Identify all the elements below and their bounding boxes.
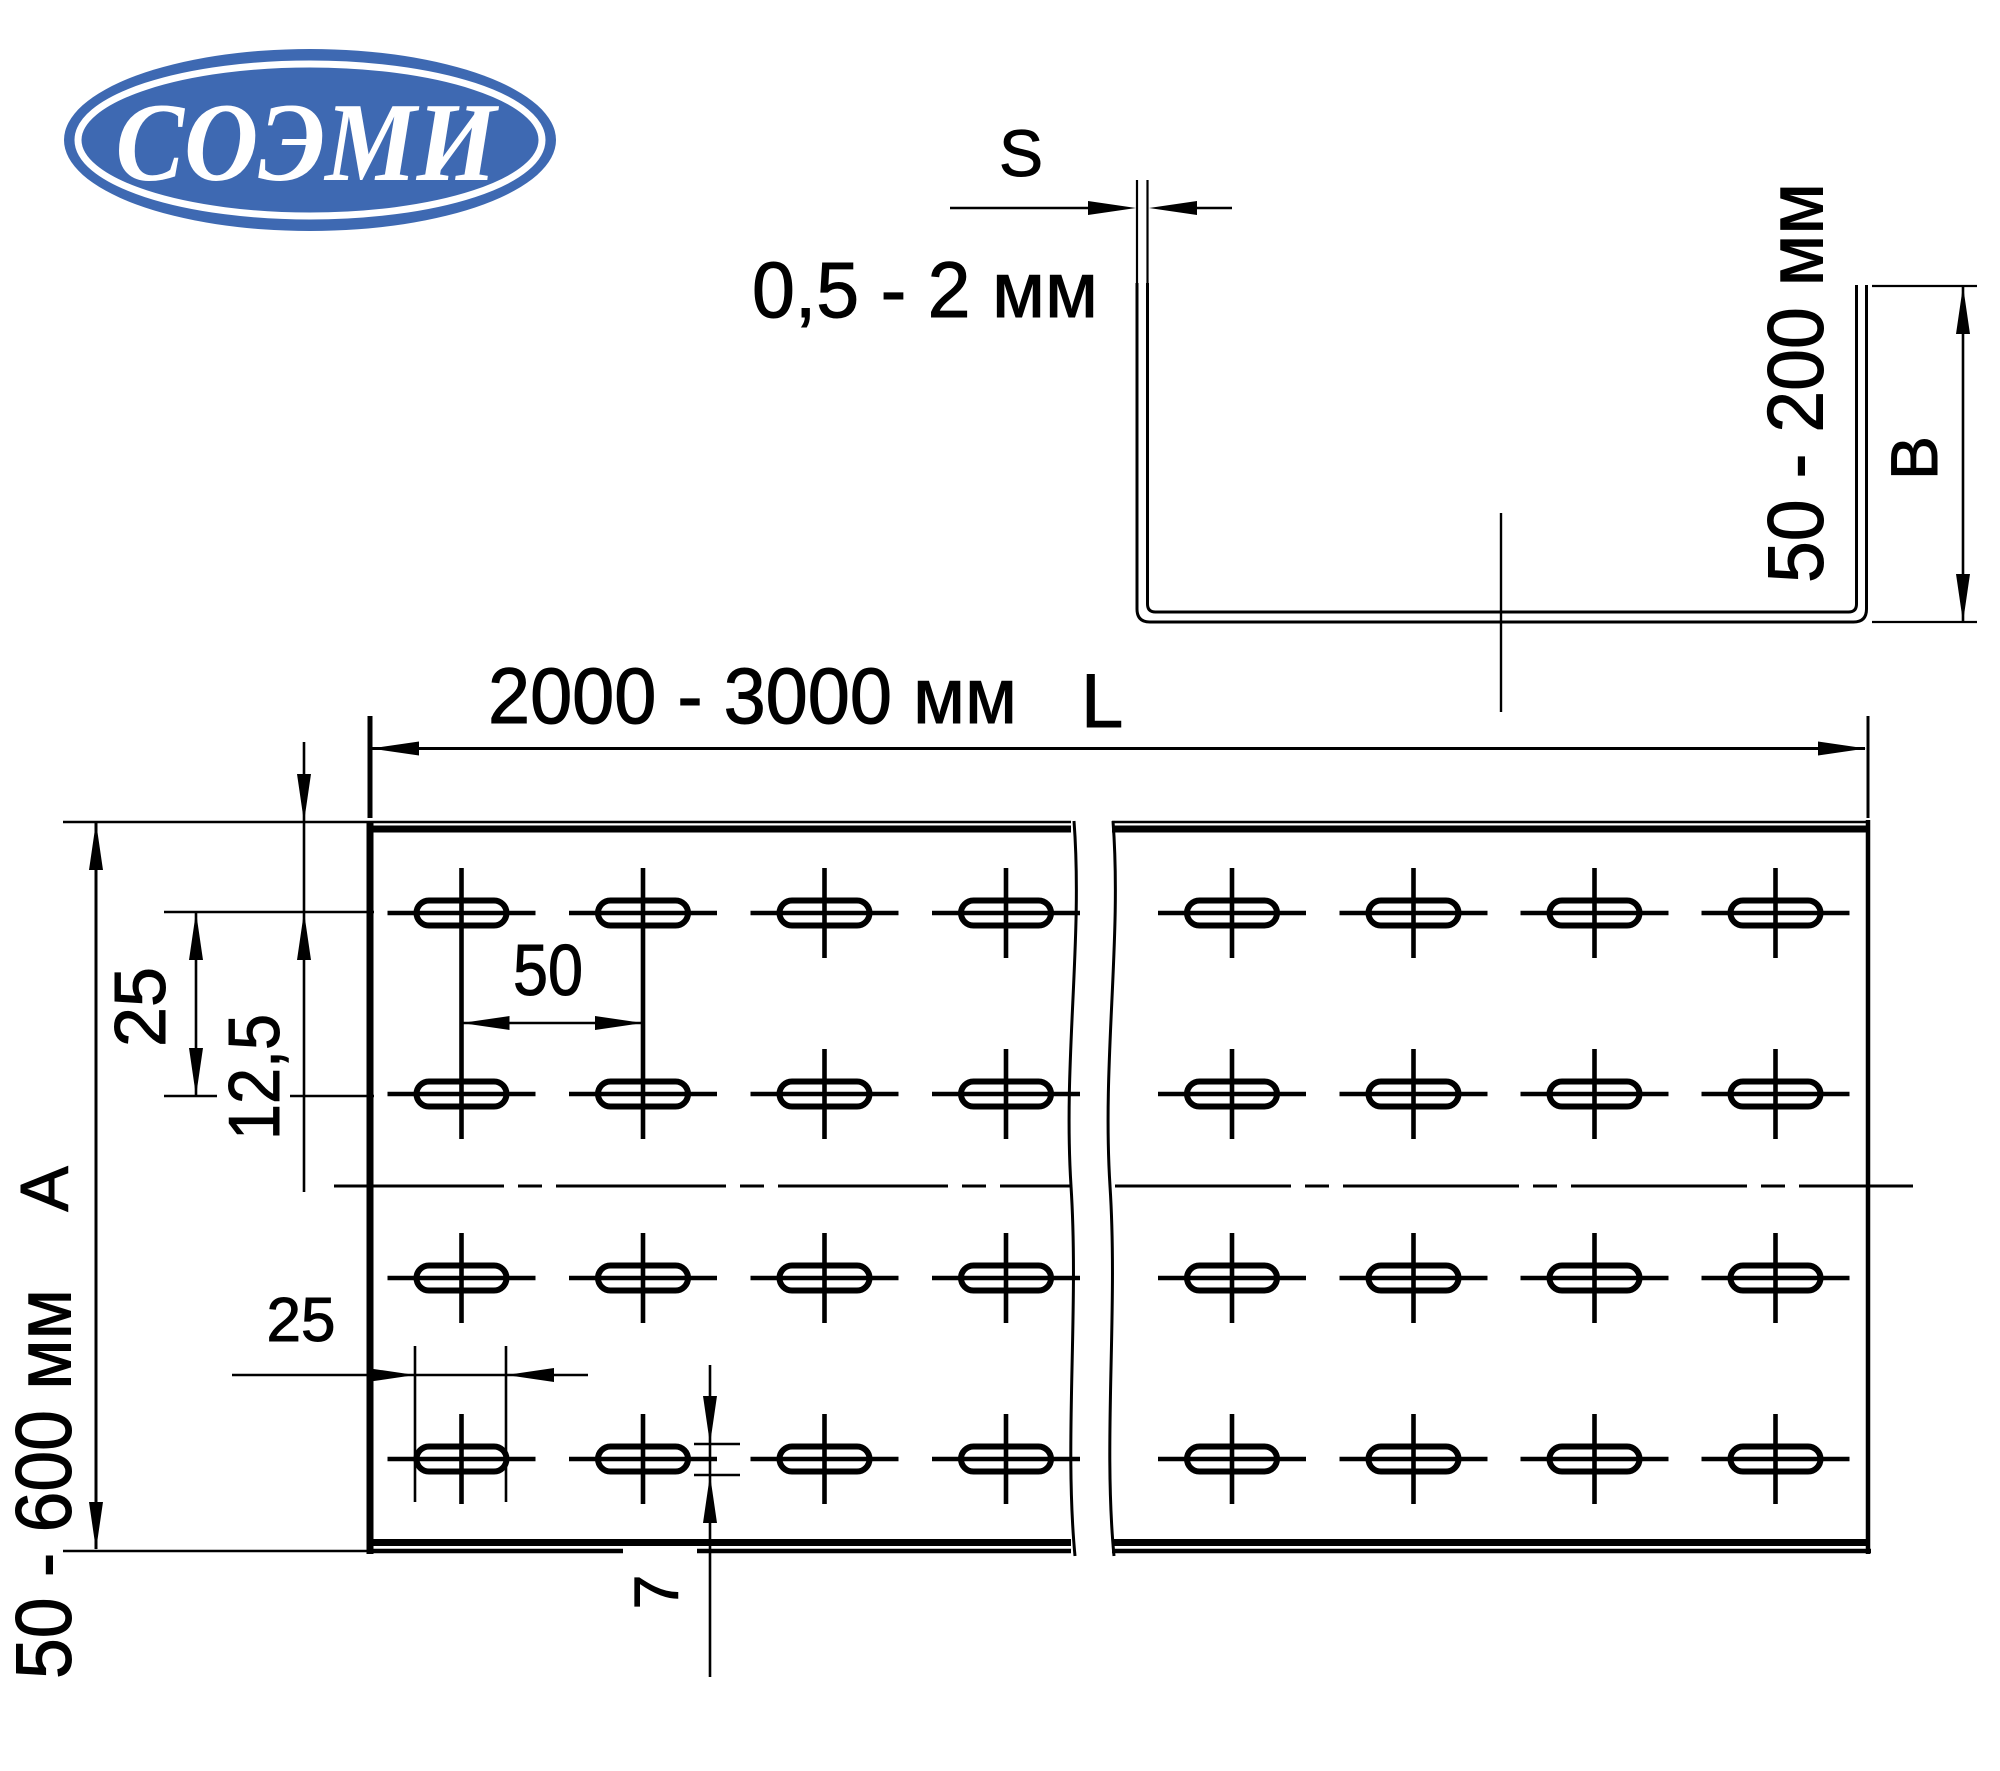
slot-length-label: 25 <box>267 1286 336 1355</box>
logo-inner-ring <box>74 60 546 220</box>
slot <box>1158 1049 1306 1139</box>
slot <box>387 897 536 929</box>
length-symbol-label: L <box>1081 659 1123 744</box>
s-arrow-left <box>1088 201 1136 215</box>
slot <box>750 1233 899 1323</box>
a-arrow-top <box>89 822 103 870</box>
slot <box>387 1414 536 1504</box>
slot <box>1520 1233 1669 1323</box>
column-pitch-arrow-right <box>595 1016 643 1030</box>
edge-offset-dimension: 12,5 <box>214 742 311 1192</box>
width-range-label: 50 - 600 мм <box>0 1289 87 1679</box>
slot <box>1339 1233 1488 1323</box>
side-height-symbol-label: B <box>1877 436 1951 480</box>
plan-view: 2000 - 3000 мм L A 50 - 600 мм 25 12,5 5… <box>0 651 1913 1680</box>
slot <box>750 868 899 958</box>
slot-length-arrow-right <box>506 1368 554 1382</box>
slot <box>1339 1414 1488 1504</box>
length-range-label: 2000 - 3000 мм <box>488 651 1017 740</box>
slot <box>1339 1049 1488 1139</box>
row-pitch-dimension: 25 <box>100 910 374 1098</box>
l-arrow-left <box>371 741 419 756</box>
slot-height-label: 7 <box>622 1575 691 1609</box>
slot <box>1158 1414 1306 1504</box>
slot <box>387 1078 536 1110</box>
slot <box>932 1414 1080 1504</box>
b-arrow-top <box>1956 286 1970 334</box>
break-wavy-line-right <box>1106 820 1117 1557</box>
row-pitch-arrow-bottom <box>189 1048 203 1096</box>
logo-ellipse <box>64 49 556 231</box>
break-lines <box>1067 820 1117 1557</box>
slot-height-arrow-bottom <box>703 1475 717 1523</box>
edge-offset-label: 12,5 <box>215 1014 295 1140</box>
b-arrow-bottom <box>1956 574 1970 622</box>
thickness-symbol-label: S <box>999 116 1043 190</box>
slot <box>750 1414 899 1504</box>
column-pitch-arrow-left <box>461 1016 510 1030</box>
slot <box>1701 1049 1850 1139</box>
column-pitch-label: 50 <box>513 931 583 1011</box>
l-arrow-right <box>1818 741 1866 756</box>
b-dimension: 50 - 200 мм B <box>1750 183 1977 624</box>
a-arrow-bottom <box>89 1502 103 1550</box>
a-dimension: A 50 - 600 мм <box>0 822 103 1680</box>
slot <box>1701 868 1850 958</box>
slot <box>1701 1233 1850 1323</box>
width-symbol-label: A <box>6 1166 82 1212</box>
s-dimension: S 0,5 - 2 мм <box>752 116 1232 335</box>
row-pitch-label: 25 <box>101 967 181 1047</box>
slot <box>1339 868 1488 958</box>
slot-length-arrow-left <box>367 1368 415 1382</box>
side-height-range-label: 50 - 200 мм <box>1750 183 1839 583</box>
slot <box>569 897 717 929</box>
slot-grid <box>387 868 1850 1504</box>
slot <box>569 1233 717 1323</box>
slot-length-dimension: 25 <box>232 1286 588 1502</box>
slot <box>1701 1414 1850 1504</box>
l-dimension: 2000 - 3000 мм L <box>367 651 1870 818</box>
slot <box>1520 1414 1669 1504</box>
break-wavy-line-left <box>1067 820 1078 1557</box>
edge-offset-arrow-top <box>297 774 311 822</box>
slot <box>387 1233 536 1323</box>
s-arrow-right <box>1149 201 1197 215</box>
slot <box>1520 1049 1669 1139</box>
edge-offset-arrow-bottom <box>297 912 311 960</box>
logo-text: СОЭМИ <box>116 81 500 205</box>
slot <box>569 1078 717 1110</box>
slot <box>932 1049 1080 1139</box>
column-pitch-dimension: 50 <box>461 931 643 1030</box>
profile-view <box>1135 283 1868 712</box>
slot <box>1520 868 1669 958</box>
company-logo: СОЭМИ <box>64 49 556 231</box>
slot <box>932 868 1080 958</box>
slot <box>1158 868 1306 958</box>
slot-height-dimension: 7 <box>622 1365 740 1677</box>
slot <box>1158 1233 1306 1323</box>
slot <box>750 1049 899 1139</box>
thickness-range-label: 0,5 - 2 мм <box>752 245 1098 334</box>
slot-height-arrow-top <box>703 1396 717 1444</box>
row-pitch-arrow-top <box>189 912 203 960</box>
slot <box>932 1233 1080 1323</box>
slot <box>569 1414 717 1504</box>
